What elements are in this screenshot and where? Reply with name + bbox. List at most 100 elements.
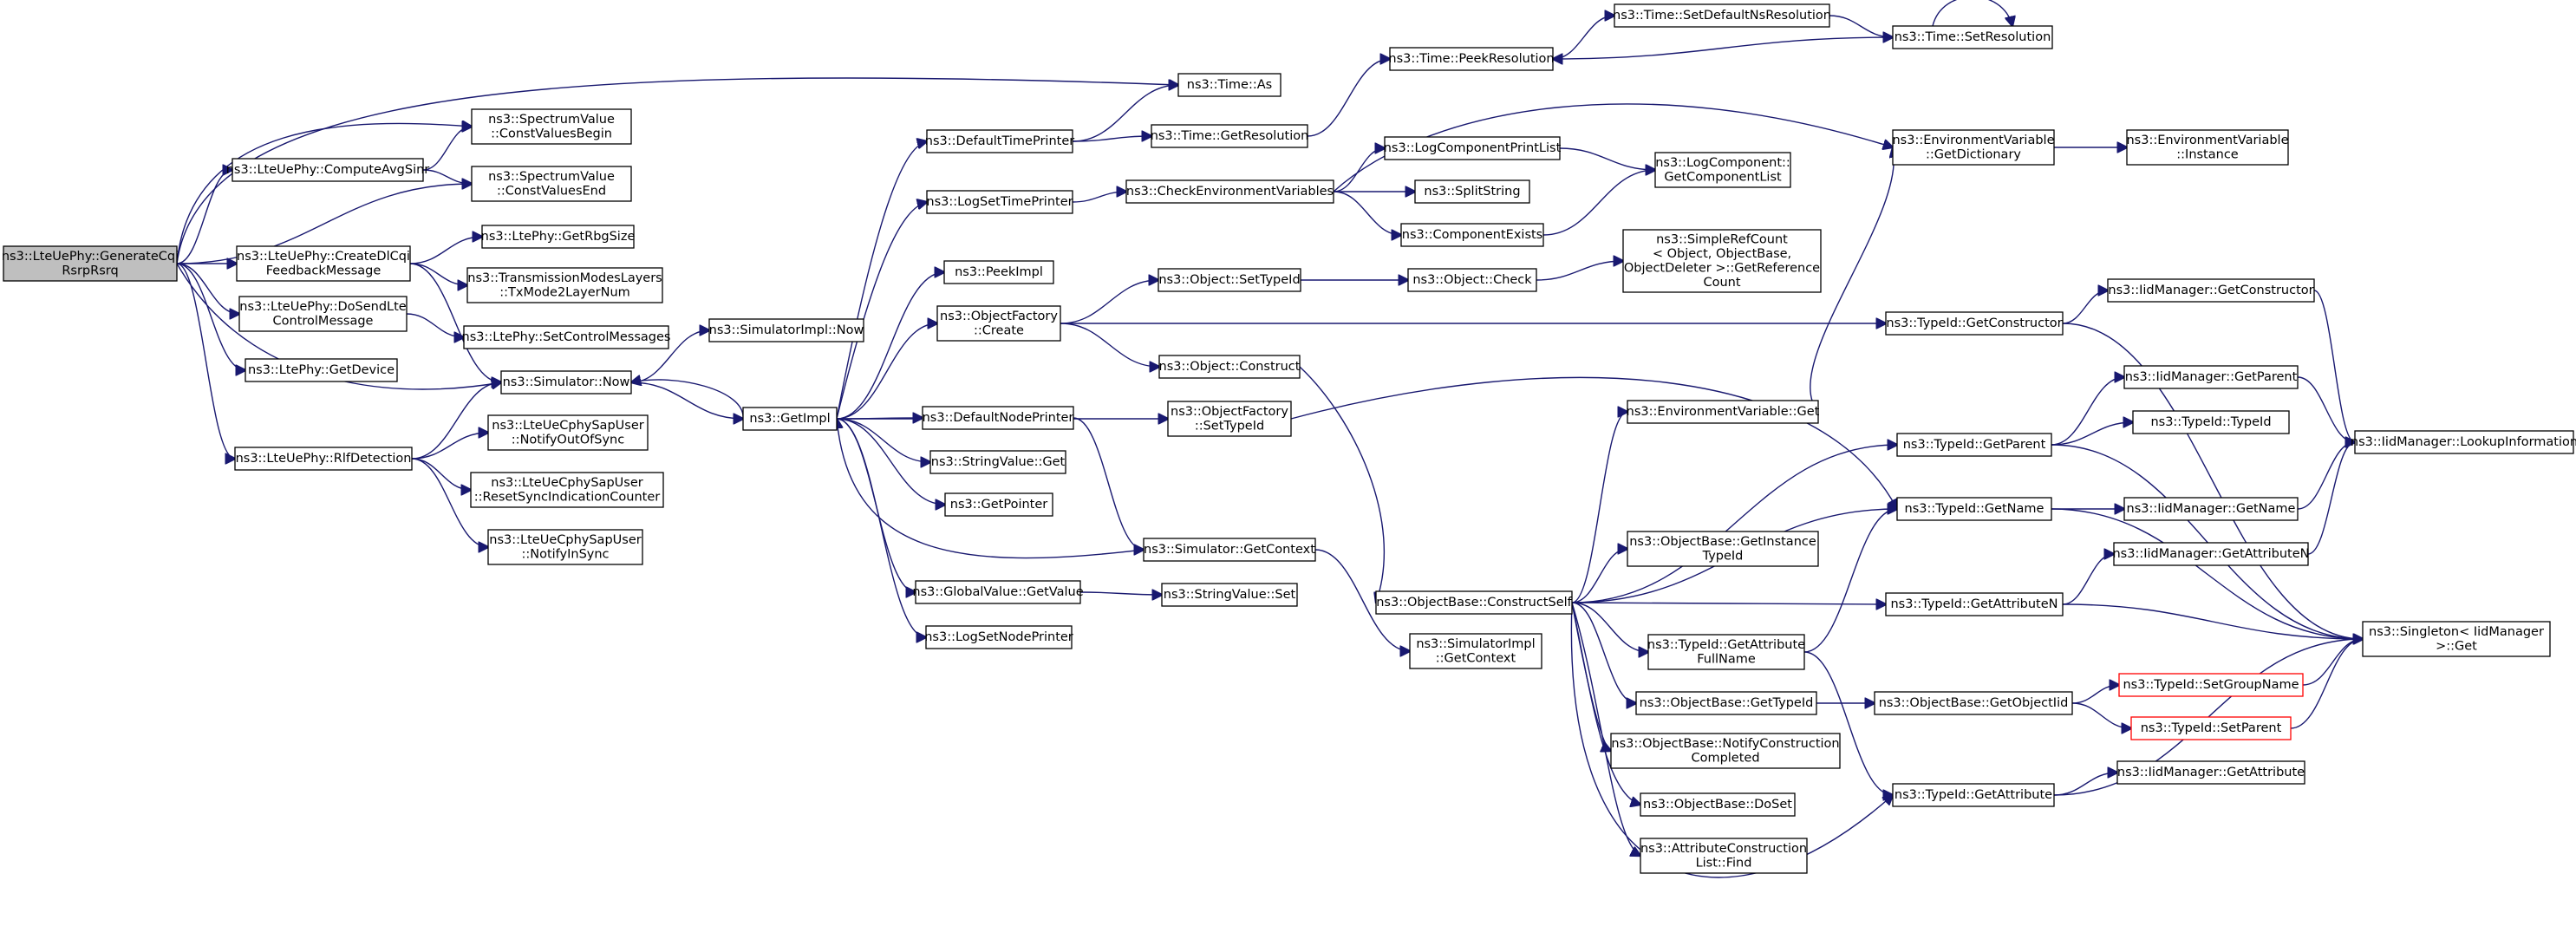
function-node-box[interactable] [500,370,632,395]
function-node-box[interactable] [1892,25,2053,49]
function-node[interactable]: ns3::IidManager::GetName [2123,497,2299,521]
function-node[interactable]: ns3::TypeId::GetParent [1896,433,2052,457]
function-node[interactable]: ns3::SimulatorImpl::Now [708,318,864,342]
function-node-box[interactable] [922,406,1074,430]
function-node-box[interactable] [929,450,1066,474]
function-node[interactable]: ns3::IidManager::GetAttributeN [2112,542,2310,566]
function-node-box[interactable] [487,414,649,451]
function-node[interactable]: ns3::TransmissionModesLayers::TxMode2Lay… [466,267,663,303]
function-node[interactable]: ns3::LogComponent::GetComponentList [1654,152,1791,188]
function-node[interactable]: ns3::SpectrumValue::ConstValuesEnd [471,166,632,202]
function-node-box[interactable] [1654,152,1791,188]
function-node-box[interactable] [463,325,669,349]
function-node[interactable]: ns3::EnvironmentVariable::GetDictionary [1892,129,2055,166]
function-node-box[interactable] [2354,430,2574,454]
function-node-box[interactable] [470,472,664,508]
function-node[interactable]: ns3::SpectrumValue::ConstValuesBegin [471,108,632,145]
function-node-box[interactable] [1627,531,1819,567]
function-node[interactable]: ns3::StringValue::Get [929,450,1066,474]
function-node[interactable]: ns3::Time::GetResolution [1151,124,1309,148]
function-node-box[interactable] [2126,129,2289,166]
function-node[interactable]: ns3::IidManager::GetConstructor [2107,278,2315,303]
function-node[interactable]: ns3::GetImpl [742,407,838,431]
function-node[interactable]: ns3::StringValue::Set [1161,583,1298,607]
function-node[interactable]: ns3::EnvironmentVariable::Instance [2126,129,2289,166]
function-node[interactable]: ns3::LtePhy::GetRbgSize [481,225,636,249]
function-node-box[interactable] [1414,179,1530,204]
function-node-box[interactable] [1896,497,2052,521]
function-node[interactable]: ns3::LteUeCphySapUser::NotifyInSync [487,529,643,565]
function-node[interactable]: ns3::EnvironmentVariable::Get [1627,400,1820,424]
function-node[interactable]: ns3::LtePhy::SetControlMessages [462,325,671,349]
function-node-box[interactable] [1635,691,1817,715]
function-node-box[interactable] [742,407,838,431]
function-node-box[interactable] [1614,3,1830,28]
function-node-box[interactable] [2123,365,2299,389]
function-node-box[interactable] [943,260,1054,284]
function-node[interactable]: ns3::LteUeCphySapUser::ResetSyncIndicati… [470,472,664,508]
function-node[interactable]: ns3::Object::SetTypeId [1158,268,1301,292]
function-node[interactable]: ns3::IidManager::GetAttribute [2116,760,2305,785]
function-node[interactable]: ns3::Time::PeekResolution [1388,47,1555,71]
function-node-box[interactable] [481,225,635,249]
function-node[interactable]: ns3::TypeId::GetAttribute [1892,783,2055,807]
function-node-box[interactable] [236,245,411,282]
function-node-box[interactable] [1896,433,2052,457]
function-node-box[interactable] [2107,278,2315,303]
function-node-box[interactable] [1640,792,1796,817]
function-node[interactable]: ns3::TypeId::TypeId [2132,410,2290,434]
function-node-box[interactable] [466,267,663,303]
function-node-box[interactable] [1407,268,1537,292]
function-node-box[interactable] [1874,691,2073,715]
function-node[interactable]: ns3::TypeId::SetGroupName [2118,673,2304,697]
function-node[interactable]: ns3::SimpleRefCount< Object, ObjectBase,… [1622,229,1822,293]
function-node-box[interactable] [915,580,1081,604]
function-node-box[interactable] [1151,124,1308,148]
function-node[interactable]: ns3::SimulatorImpl::GetContext [1409,633,1542,669]
function-node[interactable]: ns3::ObjectBase::GetObjectIid [1874,691,2073,715]
function-node-box[interactable] [1647,634,1805,670]
function-node-box[interactable] [232,158,424,182]
function-node-box[interactable] [925,625,1073,649]
function-node-box[interactable] [2132,410,2290,434]
function-node[interactable]: ns3::ComponentExists [1400,223,1544,247]
function-node-box[interactable] [3,245,178,282]
function-node-box[interactable] [1622,229,1822,293]
function-node[interactable]: ns3::TypeId::GetName [1896,497,2052,521]
function-node[interactable]: ns3::Time::SetDefaultNsResolution [1613,3,1831,28]
function-node[interactable]: ns3::LteUePhy::CreateDlCqiFeedbackMessag… [236,245,411,282]
function-node-box[interactable] [1384,136,1561,160]
function-node-box[interactable] [238,296,408,332]
function-node[interactable]: ns3::Simulator::Now [500,370,632,395]
function-node[interactable]: ns3::Time::SetResolution [1892,25,2053,49]
function-node-box[interactable] [2113,542,2309,566]
function-node[interactable]: ns3::LteUePhy::RlfDetection [234,447,413,471]
function-node[interactable]: ns3::CheckEnvironmentVariables [1125,179,1334,204]
function-node-box[interactable] [1892,783,2055,807]
function-node[interactable]: ns3::DefaultTimePrinter [925,129,1074,153]
function-node-box[interactable] [1627,400,1819,424]
function-node[interactable]: ns3::PeekImpl [943,260,1054,284]
function-node-box[interactable] [2118,673,2304,697]
function-node-box[interactable] [1640,838,1808,874]
function-node-box[interactable] [926,190,1073,214]
function-node[interactable]: ns3::LteUeCphySapUser::NotifyOutOfSync [487,414,649,451]
function-node[interactable]: ns3::IidManager::LookupInformation [2351,430,2576,454]
function-node[interactable]: ns3::DefaultNodePrinter [922,406,1074,430]
function-node[interactable]: ns3::Singleton< IidManager >::Get [2362,621,2551,657]
function-node-box[interactable] [1400,223,1544,247]
function-node[interactable]: ns3::LogSetTimePrinter [926,190,1073,214]
function-node-box[interactable] [926,129,1073,153]
function-node-box[interactable] [487,529,643,565]
function-node[interactable]: ns3::SplitString [1414,179,1530,204]
function-node-box[interactable] [245,358,398,382]
function-node-box[interactable] [1161,583,1298,607]
function-node-box[interactable] [1610,733,1841,769]
function-node[interactable]: ns3::GlobalValue::GetValue [912,580,1084,604]
function-node[interactable]: ns3::LteUePhy::ComputeAvgSinr [226,158,430,182]
function-node[interactable]: ns3::TypeId::SetParent [2130,716,2292,740]
